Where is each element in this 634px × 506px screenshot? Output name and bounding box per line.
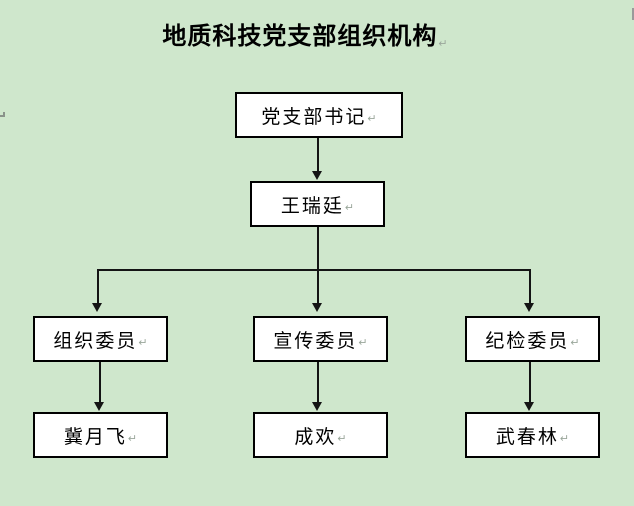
node-label: 成欢 (294, 426, 337, 448)
canvas-edge-handle-icon (0, 112, 5, 117)
paragraph-mark-icon: ↵ (438, 38, 448, 50)
paragraph-mark-icon: ↵ (559, 432, 570, 445)
org-node-publicity-committee[interactable]: 宣传委员↵ (253, 316, 388, 362)
paragraph-mark-icon: ↵ (337, 432, 347, 445)
node-label: 党支部书记 (261, 106, 367, 128)
connector-discipline-to-member (529, 362, 531, 403)
node-label: 组织委员 (53, 330, 138, 352)
connector-org-to-member (99, 362, 101, 403)
arrowhead-icon (524, 402, 534, 411)
connector-secretary-to-name (317, 138, 319, 172)
node-label: 冀月飞 (63, 426, 127, 448)
window-edge-sliver (632, 8, 634, 20)
org-node-org-member[interactable]: 冀月飞↵ (33, 412, 168, 458)
connector-publicity-to-member (317, 362, 319, 403)
node-label: 王瑞廷 (280, 195, 344, 217)
arrowhead-icon (312, 402, 322, 411)
org-node-secretary-name[interactable]: 王瑞廷↵ (250, 181, 385, 227)
paragraph-mark-icon: ↵ (367, 112, 377, 125)
node-label: 武春林 (495, 426, 559, 448)
page-title: 地质科技党支部组织机构↵ (0, 16, 610, 51)
paragraph-mark-icon: ↵ (138, 336, 148, 349)
org-node-discipline-member[interactable]: 武春林↵ (465, 412, 600, 458)
node-label: 纪检委员 (485, 330, 570, 352)
page-title-text: 地质科技党支部组织机构 (162, 23, 438, 50)
arrowhead-icon (312, 171, 322, 180)
connector-rail (97, 269, 531, 271)
paragraph-mark-icon: ↵ (127, 432, 138, 445)
paragraph-mark-icon: ↵ (344, 201, 355, 214)
paragraph-mark-icon: ↵ (570, 336, 580, 349)
node-label: 宣传委员 (273, 330, 358, 352)
org-node-secretary-title[interactable]: 党支部书记↵ (235, 92, 403, 138)
org-node-publicity-member[interactable]: 成欢↵ (253, 412, 388, 458)
arrowhead-icon (94, 402, 104, 411)
arrowhead-icon (312, 303, 322, 312)
connector-rail-to-discipline (529, 269, 531, 304)
paragraph-mark-icon: ↵ (358, 336, 368, 349)
connector-rail-to-org (97, 269, 99, 304)
org-node-discipline-committee[interactable]: 纪检委员↵ (465, 316, 600, 362)
org-node-org-committee[interactable]: 组织委员↵ (33, 316, 168, 362)
connector-name-to-rail (317, 227, 319, 304)
arrowhead-icon (92, 303, 102, 312)
arrowhead-icon (524, 303, 534, 312)
